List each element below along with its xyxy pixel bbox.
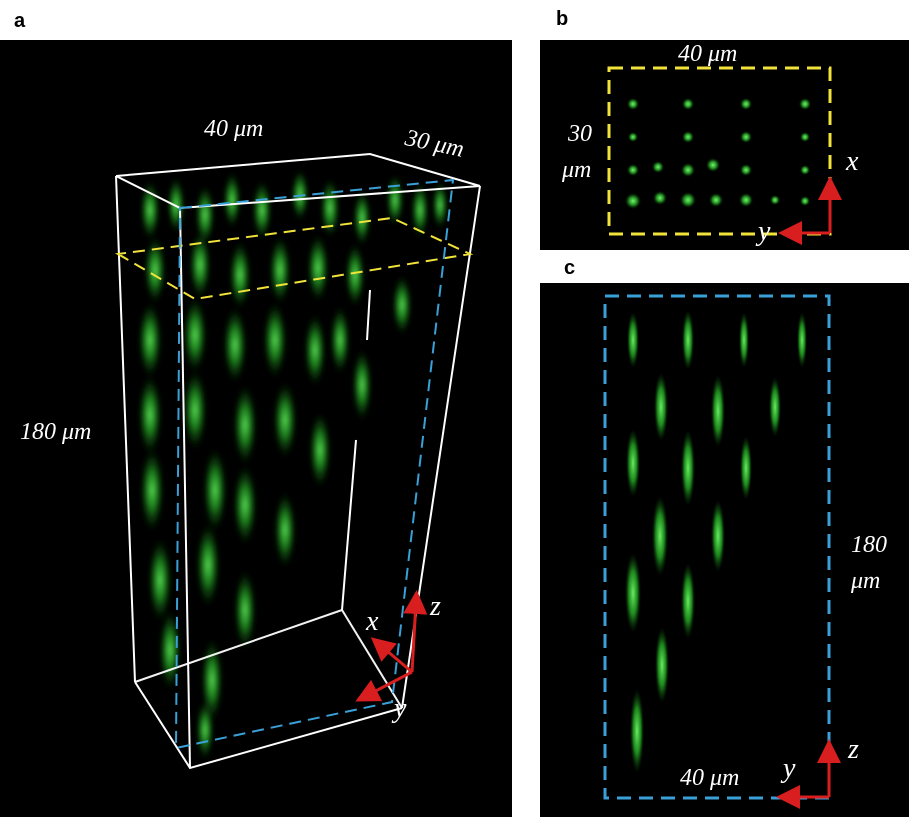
focal-spots-yz [625, 310, 807, 773]
volume-render-3d [114, 152, 481, 770]
axis-label-y: y [758, 216, 771, 247]
panel-letter-c: c [564, 257, 576, 279]
axis-label-y: y [783, 753, 796, 784]
height-label: 180 μm [20, 419, 92, 445]
axis-label-z: z [848, 734, 859, 765]
axis-triad-3d [355, 590, 428, 702]
width-label: 40 μm [680, 765, 740, 791]
focal-spots-3d [138, 169, 448, 760]
focal-spots-xy [625, 98, 811, 209]
xy-plane-frame [607, 66, 832, 236]
width-label: 40 μm [678, 41, 738, 67]
panel-a-3d-view: 40 μm 30 μm 180 μm z x y [0, 40, 512, 817]
axis-triad-xy [778, 176, 842, 245]
width-label: 40 μm [204, 116, 264, 142]
panel-c-yz-plane: 40 μm 180 μm z y [540, 283, 909, 817]
panel-b-xy-plane: 40 μm 30 μm x y [540, 40, 909, 250]
yz-plane-frame [603, 294, 831, 800]
height-label-line1: 180 [851, 532, 887, 558]
yz-plane-image [603, 294, 841, 809]
xy-plane-outline [114, 216, 474, 301]
axis-label-x: x [846, 146, 859, 177]
panel-letter-a: a [14, 10, 26, 32]
axis-label-z: z [430, 591, 441, 622]
panel-letter-b: b [556, 8, 569, 30]
axis-triad-yz [776, 739, 841, 809]
height-label-line1: 30 [568, 121, 592, 147]
axis-label-y: y [394, 693, 407, 724]
axis-label-x: x [366, 606, 379, 637]
height-label-line2: μm [851, 568, 881, 594]
xy-plane-image [607, 66, 842, 245]
height-label-line2: μm [562, 157, 592, 183]
yz-plane-outline [174, 178, 455, 750]
